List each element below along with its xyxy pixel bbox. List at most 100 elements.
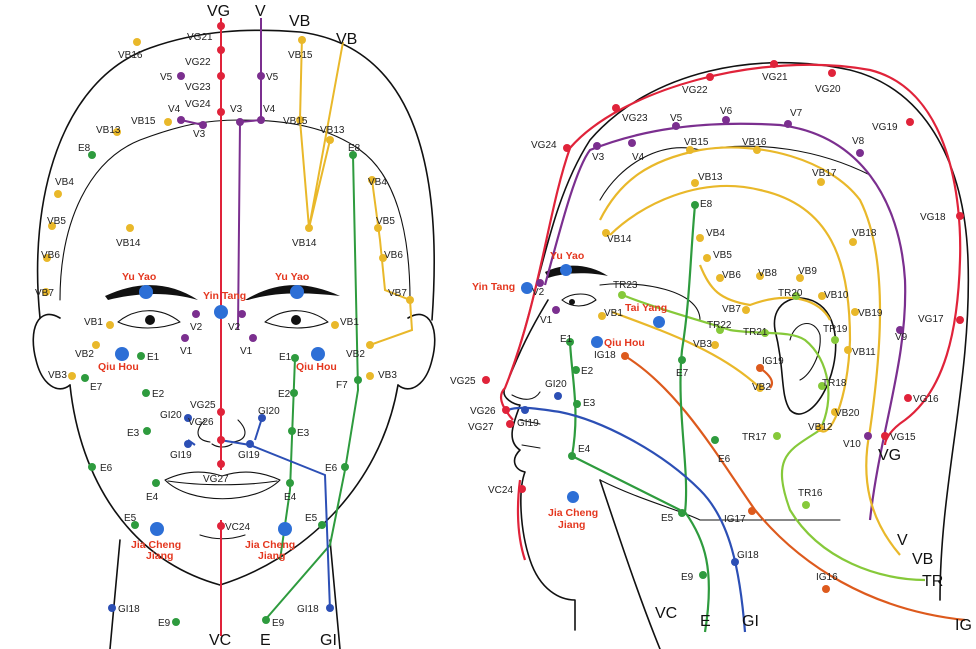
side-point-gi19 [521, 406, 529, 414]
side-point-e7 [678, 356, 686, 364]
front-label-v3b: V3 [230, 104, 243, 115]
side-label-vb18: VB18 [852, 228, 877, 239]
front-right-eye [264, 310, 329, 329]
side-point-vg16 [904, 394, 912, 402]
front-point-gi20b [258, 414, 266, 422]
side-label-vg15: VG15 [890, 432, 916, 443]
front-label-v2b: V2 [228, 322, 241, 333]
side-neck-front [599, 479, 661, 649]
side-point-v3 [593, 142, 601, 150]
front-label-vb1a: VB1 [84, 317, 103, 328]
side-face-profile [503, 299, 576, 631]
front-label-vg23: VG23 [185, 82, 211, 93]
side-extra-qiu-hou [591, 336, 603, 348]
side-ear-inner [789, 323, 821, 381]
side-label-tr20: TR20 [778, 288, 803, 299]
side-point-v6 [722, 116, 730, 124]
front-label-e1b: E1 [279, 352, 292, 363]
front-gi-line [219, 439, 331, 611]
front-extra-label-jia-r2: Jiang [258, 550, 285, 562]
side-point-v2 [536, 279, 544, 287]
side-nostril [511, 391, 541, 400]
side-label-vg19: VG19 [872, 122, 898, 133]
side-lips [519, 419, 541, 449]
front-label-gi19b: GI19 [238, 450, 260, 461]
front-label-e1a: E1 [147, 352, 160, 363]
side-point-tr20 [792, 292, 800, 300]
front-point-vb6a [43, 254, 51, 262]
front-point-vb15c [296, 116, 304, 124]
front-point-v2b [238, 310, 246, 318]
side-point-vb9 [796, 274, 804, 282]
front-point-e6b [341, 463, 349, 471]
side-point-e1 [566, 338, 574, 346]
front-point-vb6b [379, 254, 387, 262]
front-label-vb7a: VB7 [35, 288, 54, 299]
front-point-gi18b [326, 604, 334, 612]
side-point-vg24 [563, 144, 571, 152]
front-extra-label-jia-l2: Jiang [146, 550, 173, 562]
front-point-vb7b [406, 296, 414, 304]
front-point-vb1b [331, 321, 339, 329]
front-label-vb14a: VB14 [116, 238, 141, 249]
front-meridian-v: V [255, 3, 266, 20]
side-jaw [599, 479, 841, 521]
side-label-v2: V2 [532, 287, 545, 298]
front-extra-label-qiu-hou-l: Qiu Hou [98, 361, 139, 373]
side-point-v9 [896, 326, 904, 334]
side-label-gi19: GI19 [517, 418, 539, 429]
front-meridian-vb: VB [289, 13, 310, 30]
front-label-vb13a: VB13 [96, 125, 121, 136]
front-extra-yu-yao-r [290, 285, 304, 299]
front-point-v4b [257, 116, 265, 124]
side-extra-label-yu-yao: Yu Yao [550, 250, 584, 262]
side-label-v9: V9 [895, 332, 908, 343]
front-label-vb14b: VB14 [292, 238, 317, 249]
front-label-e2b: E2 [278, 389, 291, 400]
side-label-gi20: GI20 [545, 379, 567, 390]
front-point-vb14a [126, 224, 134, 232]
front-point-vb3b [366, 372, 374, 380]
front-point-v3a [199, 121, 207, 129]
front-label-vg25: VG25 [190, 400, 216, 411]
side-label-vb10: VB10 [824, 290, 849, 301]
front-label-v1a: V1 [180, 346, 193, 357]
front-label-vb2a: VB2 [75, 349, 94, 360]
front-point-vb15b [164, 118, 172, 126]
front-label-e4b: E4 [284, 492, 297, 503]
front-label-vb3a: VB3 [48, 370, 67, 381]
side-label-v1: V1 [540, 315, 553, 326]
side-point-vb20 [831, 408, 839, 416]
side-point-ig19 [756, 364, 764, 372]
front-point-v5b [257, 72, 265, 80]
side-label-v7: V7 [790, 108, 803, 119]
front-meridian-lines [180, 18, 414, 636]
side-point-vb5 [703, 254, 711, 262]
front-labels: VG V VB VB VC E GI VG21 VG22 VG23 VG24 V… [35, 3, 407, 649]
front-point-vb14b [305, 224, 313, 232]
side-extra-yin-tang [521, 282, 533, 294]
front-point-vg24 [217, 108, 225, 116]
front-point-v1b [249, 334, 257, 342]
side-label-vg26: VG26 [470, 406, 496, 417]
front-extra-jia-r [278, 522, 292, 536]
side-point-v1 [552, 306, 560, 314]
front-meridian-gi: GI [320, 632, 337, 649]
side-point-e5 [678, 509, 686, 517]
side-label-vb4: VB4 [706, 228, 725, 239]
side-label-e8: E8 [700, 199, 713, 210]
side-label-tr19: TR19 [823, 324, 848, 335]
side-label-vb3: VB3 [693, 339, 712, 350]
front-point-gi18a [108, 604, 116, 612]
front-label-e7a: E7 [90, 382, 103, 393]
side-label-tr18: TR18 [822, 378, 847, 389]
side-point-e6 [711, 436, 719, 444]
side-label-tr16: TR16 [798, 488, 823, 499]
front-extra-label-qiu-hou-r: Qiu Hou [296, 361, 337, 373]
side-point-ig18 [621, 352, 629, 360]
side-vb-inner-line [609, 185, 852, 433]
side-point-vg17 [956, 316, 964, 324]
front-meridian-e: E [260, 632, 271, 649]
side-label-e4: E4 [578, 444, 591, 455]
